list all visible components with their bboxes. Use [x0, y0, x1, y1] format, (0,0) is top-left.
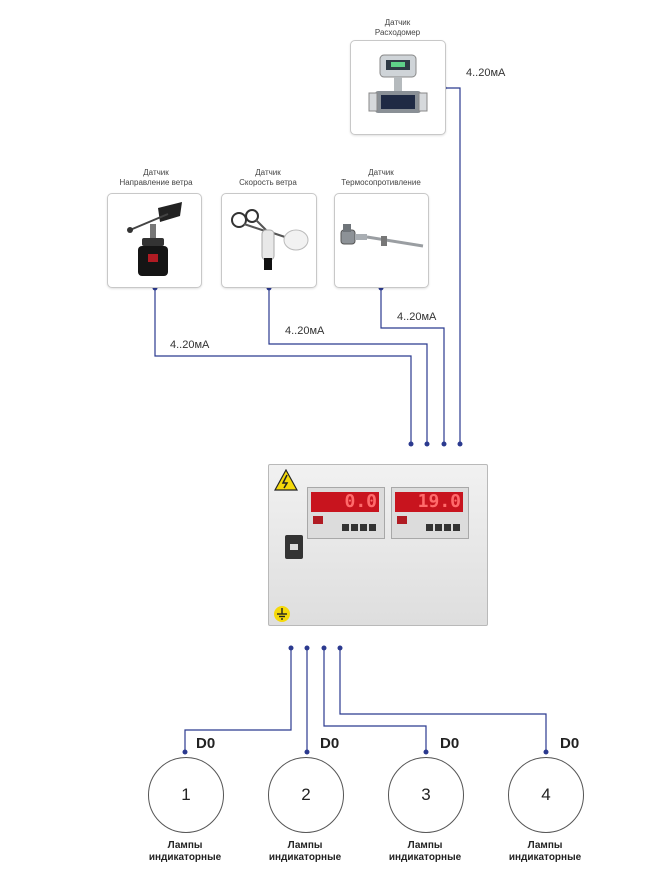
- lamp-4: 4: [508, 757, 584, 833]
- wire-output-3: [323, 648, 427, 752]
- lamp-2-caption: Лампы индикаторные: [250, 840, 360, 864]
- lamp-3: 3: [388, 757, 464, 833]
- wind-speed-title: Датчик: [255, 168, 281, 177]
- high-voltage-warning-icon: [274, 469, 298, 491]
- wind-direction-title: Датчик: [143, 168, 169, 177]
- anemometer-icon: [231, 209, 309, 270]
- thermo-card: [334, 193, 429, 288]
- lamp-3-number: 3: [421, 785, 431, 804]
- wind-direction-card: [107, 193, 202, 288]
- flowmeter-caption: Датчик Расходомер: [350, 18, 445, 38]
- output-4-label: D0: [560, 735, 580, 752]
- meter-right-readout: 19.0: [395, 492, 463, 512]
- meter-display-left: 0.0: [307, 487, 385, 539]
- control-panel: 0.0 19.0: [268, 464, 488, 626]
- output-3-label: D0: [440, 735, 460, 752]
- flowmeter-signal-label: 4..20мА: [466, 67, 506, 79]
- output-2-label: D0: [320, 735, 340, 752]
- lamp-1-number: 1: [181, 785, 191, 804]
- lamp-4-caption-line2: индикаторные: [508, 852, 582, 863]
- lamp-1-caption-line2: индикаторные: [148, 852, 222, 863]
- thermo-title: Датчик: [368, 168, 394, 177]
- wire-output-4: [339, 648, 547, 752]
- lamp-1-caption-line1: Лампы: [167, 840, 203, 851]
- wind-direction-caption: Датчик Направление ветра: [104, 168, 208, 188]
- wire-flowmeter: [444, 87, 461, 444]
- lamp-3-caption-line2: индикаторные: [388, 852, 462, 863]
- meter-left-keys: [342, 518, 382, 531]
- wind-direction-signal-label: 4..20мА: [170, 339, 210, 351]
- thermo-signal-label: 4..20мА: [397, 311, 437, 323]
- thermo-resistor-icon: [340, 224, 424, 248]
- ground-icon: [274, 606, 290, 622]
- meter-right-keys: [426, 518, 466, 531]
- wire-output-1: [184, 648, 292, 752]
- lamp-1-caption: Лампы индикаторные: [130, 840, 240, 864]
- lamp-2: 2: [268, 757, 344, 833]
- flowmeter-subtitle: Расходомер: [374, 28, 421, 37]
- wire-wind-speed: [268, 288, 428, 444]
- lamp-2-caption-line1: Лампы: [287, 840, 323, 851]
- meter-left-readout: 0.0: [311, 492, 379, 512]
- thermo-caption: Датчик Термосопротивление: [333, 168, 429, 188]
- lock-icon[interactable]: [285, 535, 303, 559]
- flowmeter-title: Датчик: [384, 18, 411, 27]
- wind-speed-caption: Датчик Скорость ветра: [222, 168, 314, 188]
- lamp-3-caption: Лампы индикаторные: [370, 840, 480, 864]
- brand-logo: [397, 516, 407, 524]
- lamp-2-caption-line2: индикаторные: [268, 852, 342, 863]
- lamp-3-caption-line1: Лампы: [407, 840, 443, 851]
- wind-vane-icon: [127, 202, 182, 276]
- brand-logo: [313, 516, 323, 524]
- lamp-4-number: 4: [541, 785, 551, 804]
- lamp-1: 1: [148, 757, 224, 833]
- wind-speed-signal-label: 4..20мА: [285, 325, 325, 337]
- flowmeter-icon: [368, 54, 428, 113]
- thermo-subtitle: Термосопротивление: [341, 178, 421, 187]
- wire-wind-direction: [154, 288, 412, 444]
- flowmeter-card: [350, 40, 446, 135]
- lamp-2-number: 2: [301, 785, 311, 804]
- wind-speed-card: [221, 193, 317, 288]
- lamp-4-caption-line1: Лампы: [527, 840, 563, 851]
- wire-thermo: [380, 288, 445, 444]
- wind-direction-subtitle: Направление ветра: [119, 178, 193, 187]
- wind-speed-subtitle: Скорость ветра: [239, 178, 297, 187]
- meter-display-right: 19.0: [391, 487, 469, 539]
- output-1-label: D0: [196, 735, 216, 752]
- lamp-4-caption: Лампы индикаторные: [490, 840, 600, 864]
